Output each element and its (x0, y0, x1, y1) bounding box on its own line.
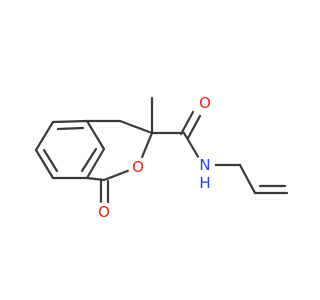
bond (51, 119, 89, 124)
atom-mask (195, 155, 215, 175)
bond (85, 176, 106, 182)
atom-mask (94, 202, 114, 222)
atom-mask (195, 93, 215, 113)
atom-mask (128, 157, 148, 177)
atom-labels: O N H O O (94, 93, 215, 222)
bond (34, 120, 55, 152)
bond (42, 148, 59, 173)
atom-o-ring: O (132, 158, 144, 176)
atom-mask (197, 174, 213, 190)
bond (118, 119, 154, 135)
bond (34, 148, 55, 180)
bond (80, 147, 98, 173)
bond (56, 126, 85, 131)
bond (238, 163, 257, 195)
atom-n-amide: N (199, 156, 210, 174)
bond (186, 114, 202, 140)
bond (85, 119, 106, 151)
bond (85, 147, 106, 180)
bond (179, 110, 195, 136)
atom-h-amide: H (199, 174, 210, 192)
bond-lines (34, 96, 289, 207)
molecule-structure: O N H O O (34, 93, 289, 222)
atom-o-carbonyl: O (98, 203, 110, 221)
atom-o-amide: O (199, 94, 211, 112)
